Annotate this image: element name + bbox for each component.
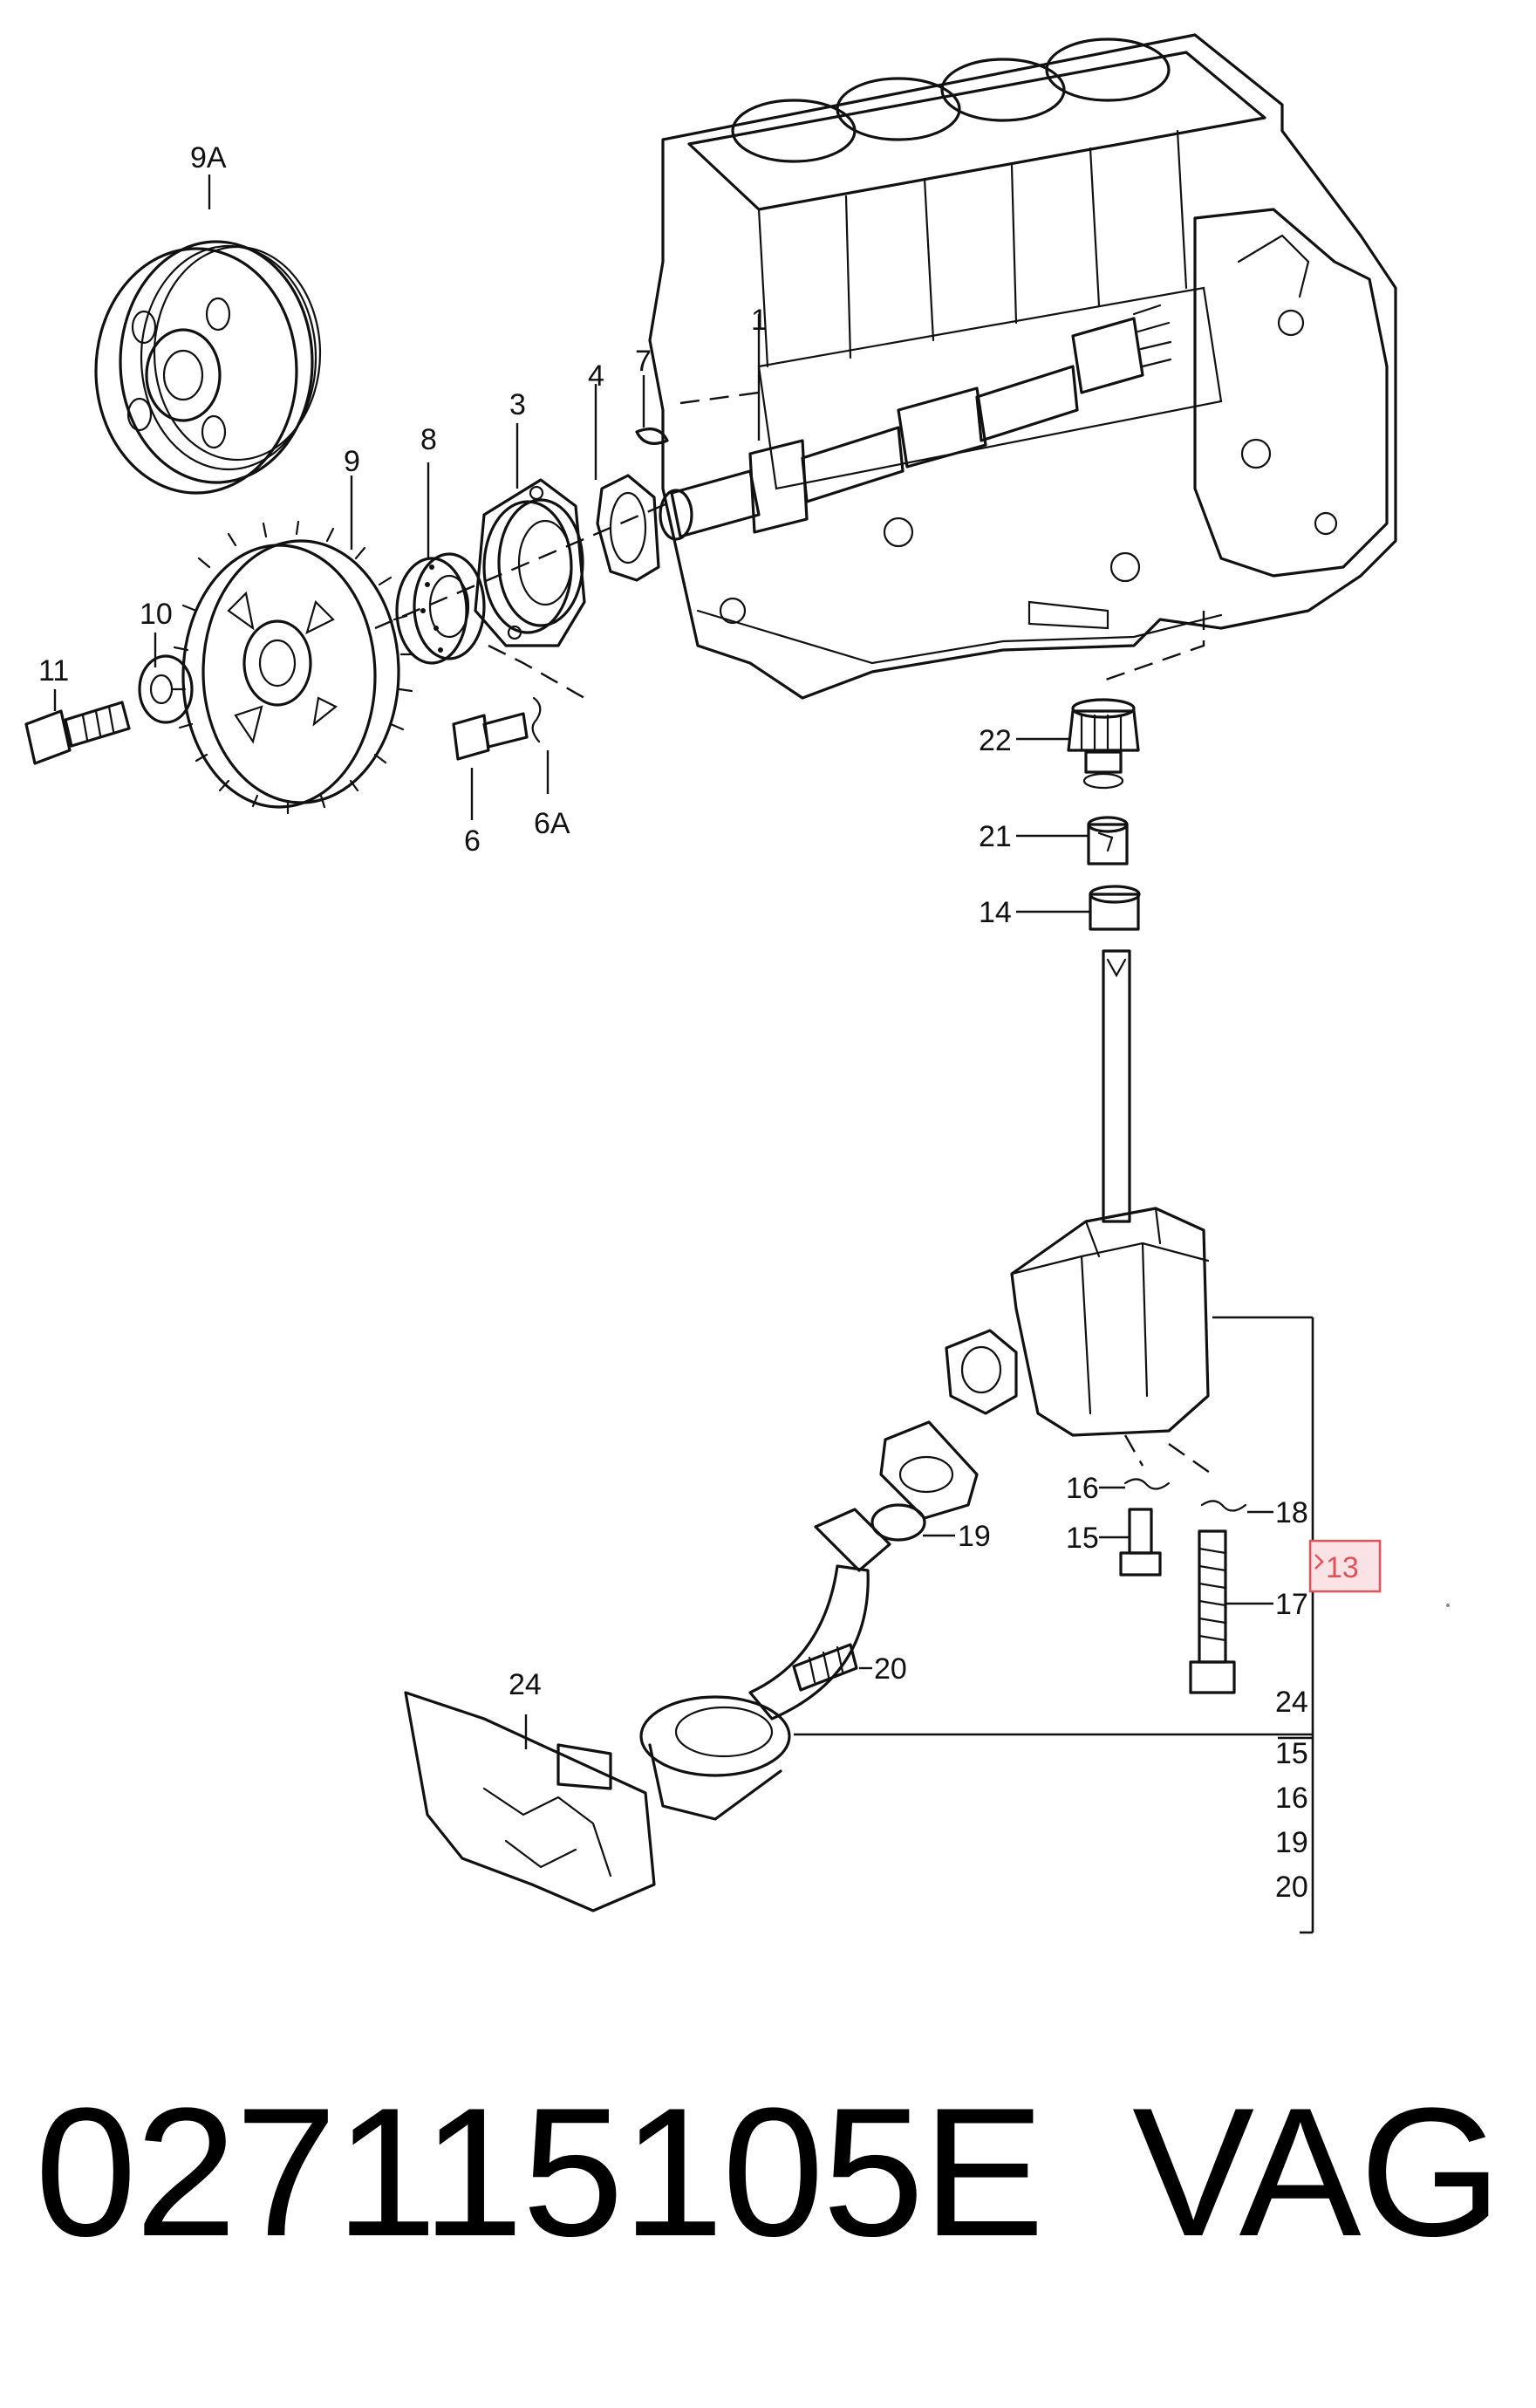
kit-bracket — [794, 1316, 1314, 1934]
bolt-15 — [1119, 1508, 1162, 1577]
kit-component-list: 24 15 16 19 20 — [1275, 1686, 1308, 1904]
callout-6: 6 — [464, 824, 481, 858]
leader-lines — [53, 174, 1273, 1749]
gasket-4 — [596, 474, 660, 582]
callout-7: 7 — [635, 345, 652, 378]
callout-1: 1 — [751, 304, 768, 337]
washer-6a — [531, 696, 542, 743]
oil-seal-8 — [395, 552, 486, 665]
washer-18 — [1200, 1500, 1247, 1512]
oil-baffle-24 — [404, 1691, 656, 1912]
intermediate-shaft — [659, 304, 1172, 541]
woodruff-key-7 — [635, 428, 669, 445]
callout-16: 16 — [1066, 1472, 1099, 1505]
oil-pump-13 — [639, 949, 1210, 1821]
bolt-11 — [24, 701, 131, 765]
kit-list-item: 16 — [1275, 1782, 1308, 1815]
seal-flange-3 — [474, 478, 586, 647]
toothed-sprocket — [171, 520, 415, 815]
washer-10 — [138, 654, 194, 724]
callout-13: 13 — [1326, 1551, 1359, 1584]
drive-gear-22 — [1067, 698, 1140, 790]
highlight-chevron — [1314, 1554, 1324, 1570]
kit-list-item: 20 — [1275, 1871, 1308, 1904]
footer: 027115105E VAG — [35, 2007, 1502, 2338]
speck — [1446, 1604, 1450, 1607]
highlight-box — [1308, 1539, 1382, 1593]
callout-labels: 9A 9 8 3 4 7 1 10 11 6 6A 22 21 14 16 18… — [38, 141, 1382, 1701]
assembly-lines — [374, 391, 1213, 1475]
part-number: 027115105E — [35, 2069, 1045, 2275]
callout-4: 4 — [588, 359, 604, 393]
kit-list-item: 24 — [1275, 1686, 1308, 1719]
callout-18: 18 — [1275, 1496, 1308, 1529]
callout-20: 20 — [874, 1652, 907, 1686]
bolt-6 — [452, 712, 529, 761]
callout-13-highlight: 13 — [1308, 1539, 1382, 1593]
bushing-14 — [1089, 885, 1141, 931]
bolt-17 — [1189, 1529, 1236, 1694]
callout-8: 8 — [420, 423, 437, 456]
callout-24: 24 — [509, 1668, 542, 1701]
callout-9: 9 — [344, 445, 360, 478]
washer-16 — [1123, 1478, 1171, 1490]
callout-17: 17 — [1275, 1588, 1308, 1621]
callout-14: 14 — [979, 896, 1012, 929]
callout-19: 19 — [958, 1520, 991, 1553]
kit-list-item: 15 — [1275, 1737, 1308, 1770]
exploded-parts-diagram: 9A 9 8 3 4 7 1 10 11 6 6A 22 21 14 16 18… — [24, 33, 1450, 1934]
callout-11: 11 — [38, 654, 69, 688]
brand-name: VAG — [1132, 2069, 1502, 2275]
callout-3: 3 — [509, 388, 526, 421]
engine-block — [648, 33, 1397, 700]
kit-list-item: 19 — [1275, 1826, 1308, 1859]
callout-22: 22 — [979, 724, 1012, 757]
callout-9a: 9A — [190, 141, 227, 174]
callout-15: 15 — [1066, 1522, 1099, 1555]
callout-10: 10 — [140, 598, 173, 631]
callout-21: 21 — [979, 820, 1012, 853]
crankshaft-pulley — [94, 240, 322, 495]
bushing-21 — [1087, 816, 1129, 865]
callout-6a: 6A — [534, 807, 570, 840]
